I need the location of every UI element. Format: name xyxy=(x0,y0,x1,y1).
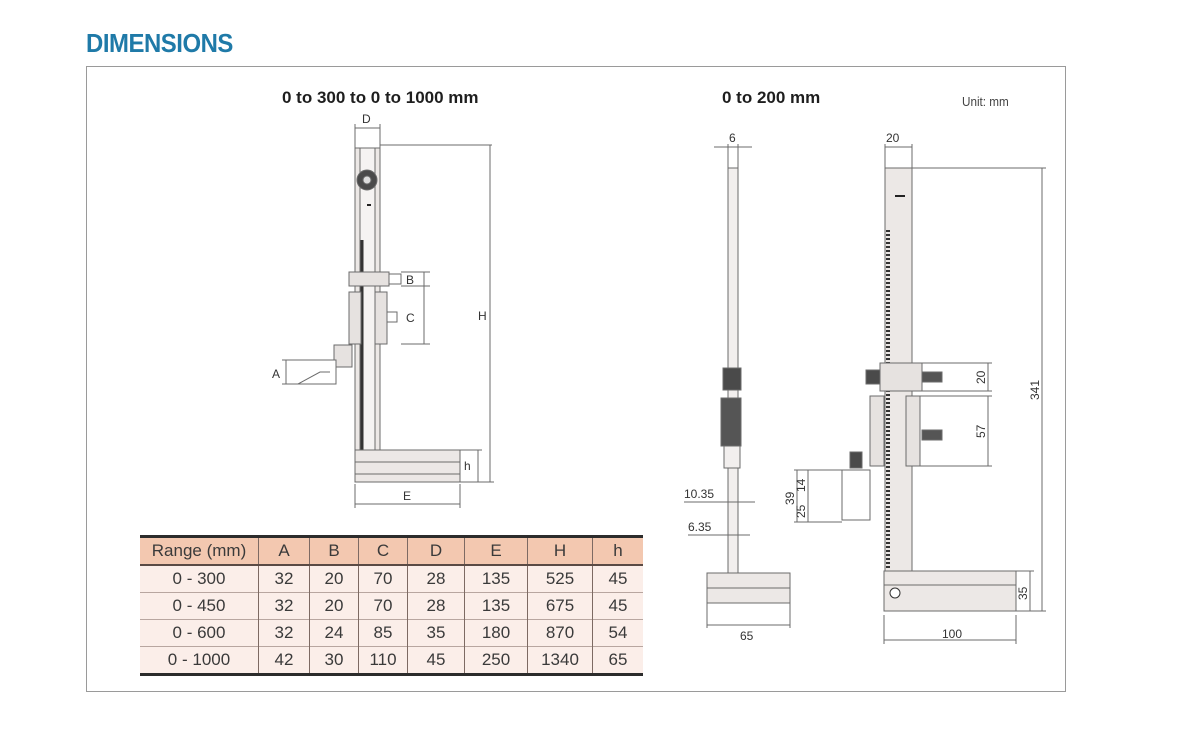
left-diagram-title: 0 to 300 to 0 to 1000 mm xyxy=(282,88,479,107)
cell-h-upper: 1340 xyxy=(527,646,593,675)
right-diagram-title: 0 to 200 mm xyxy=(722,88,821,107)
cell-range: 0 - 1000 xyxy=(140,646,259,675)
dim-label-b: B xyxy=(406,273,414,287)
cell-h-lower: 45 xyxy=(592,565,643,593)
cell-b: 30 xyxy=(309,646,359,675)
dim-side-base-width: 65 xyxy=(740,629,754,643)
dim-front-base-width: 100 xyxy=(942,627,962,641)
table-header-row: Range (mm) A B C D E H h xyxy=(140,536,643,565)
header-c: C xyxy=(358,536,408,565)
cell-d: 45 xyxy=(407,646,465,675)
cell-range: 0 - 450 xyxy=(140,592,259,620)
cell-h-upper: 675 xyxy=(527,592,593,620)
cell-d: 28 xyxy=(407,592,465,620)
cell-c: 70 xyxy=(358,565,408,593)
dim-front-overall-height: 341 xyxy=(1028,380,1042,400)
cell-b: 20 xyxy=(309,565,359,593)
cell-c: 70 xyxy=(358,592,408,620)
header-b: B xyxy=(309,536,359,565)
dim-front-slider-height: 20 xyxy=(974,370,988,384)
cell-e: 250 xyxy=(464,646,528,675)
table-row: 0 - 450 32 20 70 28 135 675 45 xyxy=(140,592,643,620)
cell-d: 28 xyxy=(407,565,465,593)
cell-e: 135 xyxy=(464,565,528,593)
dim-front-scriber-total: 39 xyxy=(783,491,797,505)
header-a: A xyxy=(258,536,310,565)
cell-c: 110 xyxy=(358,646,408,675)
table-row: 0 - 1000 42 30 110 45 250 1340 65 xyxy=(140,646,643,675)
cell-h-lower: 54 xyxy=(592,619,643,647)
page-title: DIMENSIONS xyxy=(86,28,233,58)
dim-label-e: E xyxy=(403,489,411,503)
cell-e: 180 xyxy=(464,619,528,647)
dim-label-a: A xyxy=(272,367,280,381)
cell-h-upper: 525 xyxy=(527,565,593,593)
dim-front-top-width: 20 xyxy=(886,131,900,145)
dim-label-h-lower: h xyxy=(464,459,471,473)
cell-a: 32 xyxy=(258,565,310,593)
cell-h-lower: 65 xyxy=(592,646,643,675)
cell-b: 24 xyxy=(309,619,359,647)
cell-a: 32 xyxy=(258,619,310,647)
dim-side-top-width: 6 xyxy=(729,131,736,145)
dim-side-lower: 6.35 xyxy=(688,520,712,534)
table-row: 0 - 300 32 20 70 28 135 525 45 xyxy=(140,565,643,593)
cell-a: 32 xyxy=(258,592,310,620)
header-d: D xyxy=(407,536,465,565)
header-e: E xyxy=(464,536,528,565)
table-row: 0 - 600 32 24 85 35 180 870 54 xyxy=(140,619,643,647)
dim-side-upper: 10.35 xyxy=(684,487,714,501)
cell-range: 0 - 600 xyxy=(140,619,259,647)
header-h-upper: H xyxy=(527,536,593,565)
header-range: Range (mm) xyxy=(140,536,259,565)
cell-range: 0 - 300 xyxy=(140,565,259,593)
cell-b: 20 xyxy=(309,592,359,620)
cell-h-lower: 45 xyxy=(592,592,643,620)
cell-d: 35 xyxy=(407,619,465,647)
dim-label-h-upper: H xyxy=(478,309,487,323)
dim-front-base-height: 35 xyxy=(1016,586,1030,600)
cell-e: 135 xyxy=(464,592,528,620)
cell-a: 42 xyxy=(258,646,310,675)
dim-front-scriber-b: 14 xyxy=(794,478,808,492)
dim-label-c: C xyxy=(406,311,415,325)
cell-h-upper: 870 xyxy=(527,619,593,647)
dim-front-jaw-height: 57 xyxy=(974,424,988,438)
header-h-lower: h xyxy=(592,536,643,565)
unit-label: Unit: mm xyxy=(962,94,1009,109)
dim-front-scriber-a: 25 xyxy=(794,504,808,518)
cell-c: 85 xyxy=(358,619,408,647)
dimensions-table: Range (mm) A B C D E H h 0 - 300 32 20 7… xyxy=(140,535,643,676)
dim-label-d: D xyxy=(362,112,371,126)
